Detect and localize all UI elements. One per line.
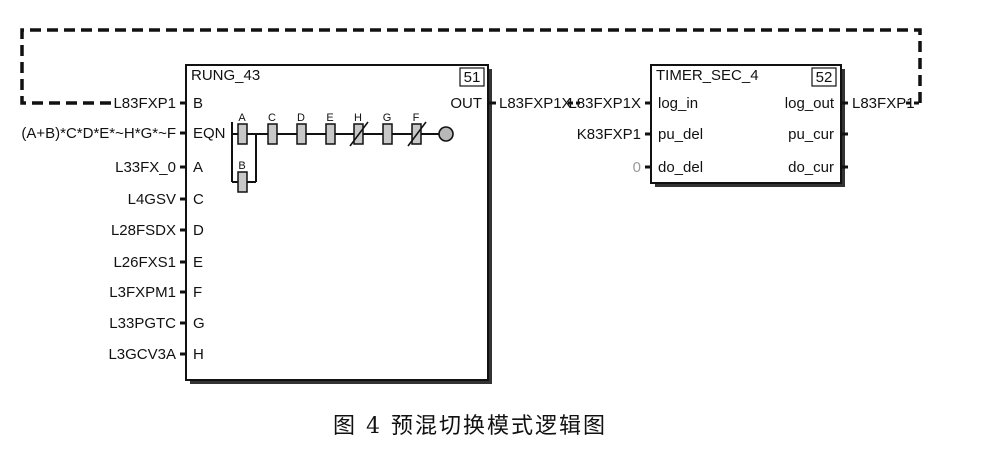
input-signal: (A+B)*C*D*E*~H*G*~F [21,125,176,142]
input-port: E [193,254,203,271]
contact-label: G [383,112,392,124]
rung-input-D: L28FSDX D [111,222,204,239]
input-signal: L3GCV3A [108,346,176,363]
rung-input-F: L3FXPM1 F [109,284,202,301]
timer-input-do-del: 0 do_del [633,159,703,176]
input-signal: L26FXS1 [113,254,176,271]
timer-output-pu-cur: pu_cur [788,126,848,143]
contact-B: B [237,160,248,193]
contact-label: H [354,112,362,124]
timer-block-number: 52 [816,69,833,86]
input-const: 0 [633,159,641,176]
contact-H-negated: H [349,112,369,147]
output-port: OUT [450,95,482,112]
contact-label: F [413,112,420,124]
output-coil [438,126,454,142]
timer-input-log-in: L83FXP1X log_in [568,95,698,112]
timer-input-pu-del: K83FXP1 pu_del [577,126,703,143]
rung-input-E: L26FXS1 E [113,254,203,271]
timer-output-log-out: log_out L83FXP1 [785,95,920,112]
contact-label: A [238,112,246,124]
feedback-loop [20,28,922,105]
timer-block-number-box [811,67,837,87]
rung-input-C: L4GSV C [128,191,204,208]
input-signal: L28FSDX [111,222,176,239]
input-port: pu_del [658,126,703,143]
input-signal: L83FXP1 [113,95,176,112]
output-signal: L83FXP1 [852,95,915,112]
rung-block-number-box [459,67,485,87]
rung-block[interactable] [185,64,489,381]
input-port: A [193,159,203,176]
rung-input-G: L33PGTC G [109,315,204,332]
timer-outputs: log_out L83FXP1 pu_cur do_cur [785,95,920,176]
input-signal: L4GSV [128,191,176,208]
rung-inputs: L83FXP1 B (A+B)*C*D*E*~H*G*~F EQN L33FX_… [21,95,225,363]
input-port: H [193,346,204,363]
contact-G: G [382,112,393,145]
contact-label: E [326,112,333,124]
figure-caption: 图 4 预混切换模式逻辑图 [333,414,607,439]
input-port: do_del [658,159,703,176]
input-signal: L33PGTC [109,315,176,332]
input-signal: K83FXP1 [577,126,641,143]
contact-D: D [296,112,307,145]
input-port: F [193,284,202,301]
output-port: log_out [785,95,835,112]
contact-A: A [237,112,248,145]
ladder-diagram: A B C D E H G F [231,112,454,193]
contact-label: D [297,112,305,124]
contact-label: C [268,112,276,124]
input-port: EQN [193,125,226,142]
output-signal: L83FXP1X [499,95,572,112]
rung-block-title: RUNG_43 [191,67,260,84]
input-port: G [193,315,205,332]
contact-E: E [325,112,336,145]
timer-block-title: TIMER_SEC_4 [656,67,759,84]
rung-input-B: L83FXP1 B [113,95,203,112]
rung-block-number: 51 [464,69,481,86]
contact-label: B [238,160,245,172]
rung-output: OUT L83FXP1X [450,95,571,112]
timer-inputs: L83FXP1X log_in K83FXP1 pu_del 0 do_del [568,95,703,176]
input-signal: L83FXP1X [568,95,641,112]
output-port: do_cur [788,159,834,176]
timer-output-do-cur: do_cur [788,159,848,176]
input-signal: L3FXPM1 [109,284,176,301]
timer-block[interactable] [650,64,842,184]
input-port: log_in [658,95,698,112]
rung-input-EQN: (A+B)*C*D*E*~H*G*~F EQN [21,125,225,142]
input-signal: L33FX_0 [115,159,176,176]
input-port: D [193,222,204,239]
output-port: pu_cur [788,126,834,143]
input-port: C [193,191,204,208]
contact-F-negated: F [407,112,427,147]
rung-input-A: L33FX_0 A [115,159,203,176]
contact-C: C [267,112,278,145]
input-port: B [193,95,203,112]
rung-input-H: L3GCV3A H [108,346,203,363]
